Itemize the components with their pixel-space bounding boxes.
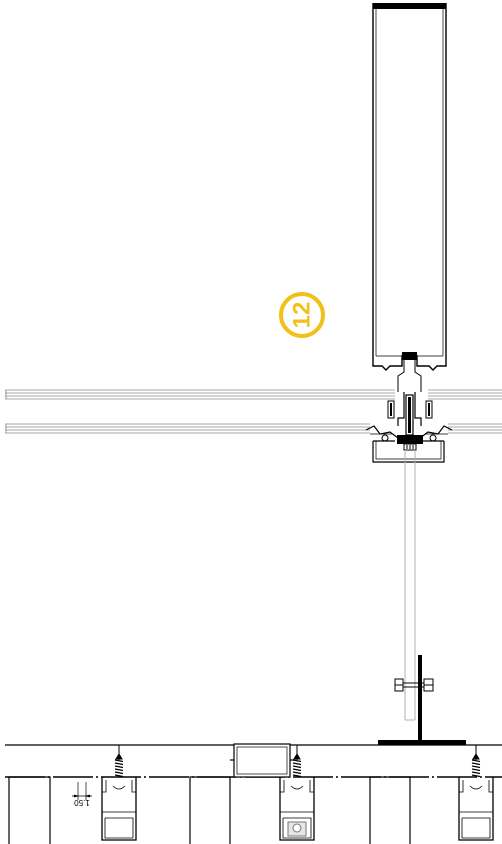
joists [8,776,411,844]
base-connection [378,655,466,745]
callout-badge: 12 [279,292,325,338]
screw-assemblies [101,745,494,841]
dimension-mark [72,782,92,800]
callout-number: 12 [289,302,316,329]
clamp-bracket [372,440,445,463]
junction-box [230,743,294,778]
mullion-profile [372,3,447,392]
glass-pane-left [5,389,395,434]
dimension-label: 1.50 [74,798,90,807]
screw-assembly [458,745,494,841]
glass-pane-right [428,389,502,434]
screw-assembly [101,745,137,841]
joint-assembly [365,392,453,451]
hanger-rod [404,450,416,721]
callout-circle [279,292,325,338]
screw-assembly [279,745,315,841]
